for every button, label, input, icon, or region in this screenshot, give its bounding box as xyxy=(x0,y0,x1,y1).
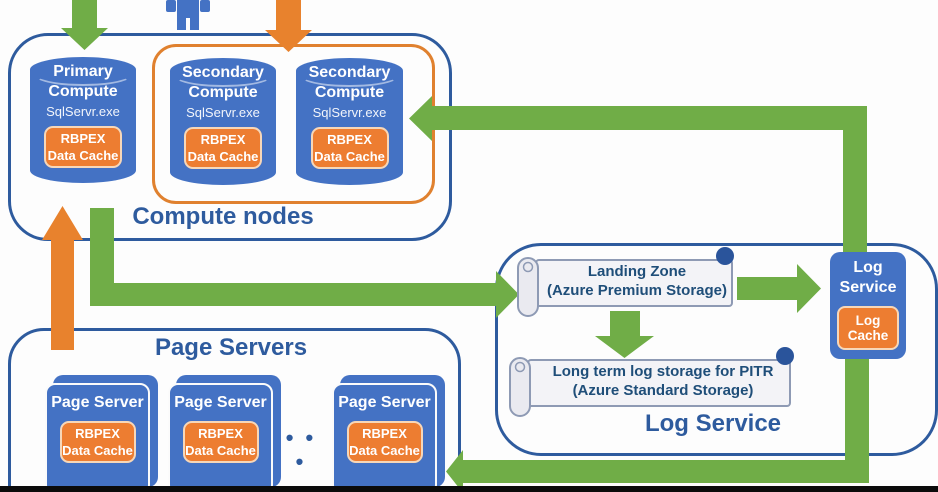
page-server-2: Page Server RBPEX Data Cache xyxy=(168,383,273,492)
rbpex-line2: Data Cache xyxy=(62,443,133,458)
scroll-corner-dot xyxy=(776,347,794,365)
secondary-compute-node-1: Secondary Compute SqlServr.exe RBPEX Dat… xyxy=(170,58,276,185)
page-server-3-rbpex: RBPEX Data Cache xyxy=(346,421,423,463)
arrow-log-service-to-secondary-compute xyxy=(409,96,867,252)
page-server-label: Page Server xyxy=(51,394,144,411)
longterm-line1: Long term log storage for PITR xyxy=(552,363,774,380)
log-cache-box: Log Cache xyxy=(837,306,899,350)
compute-nodes-title: Compute nodes xyxy=(132,203,314,230)
rbpex-line1: RBPEX xyxy=(198,426,243,441)
page-server-1: Page Server RBPEX Data Cache xyxy=(45,383,150,492)
secondary1-process: SqlServr.exe xyxy=(186,105,260,120)
secondary1-label2: Compute xyxy=(188,84,258,101)
secondary2-process: SqlServr.exe xyxy=(312,105,387,120)
arrow-client-to-secondary xyxy=(265,0,312,52)
landing-zone-text: Landing Zone (Azure Premium Storage) xyxy=(540,262,734,300)
rbpex-line2: Data Cache xyxy=(185,443,256,458)
page-server-1-rbpex: RBPEX Data Cache xyxy=(59,421,136,463)
rbpex-line2: Data Cache xyxy=(314,149,385,164)
longterm-storage-scroll xyxy=(509,347,794,417)
primary-rbpex-cache: RBPEX Data Cache xyxy=(44,126,122,168)
landing-zone-scroll xyxy=(517,247,734,317)
cylinder-top-arc xyxy=(299,63,400,87)
secondary1-rbpex-cache: RBPEX Data Cache xyxy=(184,127,262,169)
rbpex-line1: RBPEX xyxy=(200,132,246,147)
page-servers-title: Page Servers xyxy=(154,334,308,361)
log-service-container xyxy=(495,243,938,456)
secondary2-label2: Compute xyxy=(314,84,385,101)
page-servers-container xyxy=(8,328,461,492)
secondary2-rbpex-cache: RBPEX Data Cache xyxy=(310,127,389,169)
page-server-3: Page Server RBPEX Data Cache xyxy=(332,383,437,492)
rbpex-line2: Data Cache xyxy=(349,443,420,458)
arrow-compute-to-landing-zone xyxy=(90,208,519,318)
page-server-label: Page Server xyxy=(338,394,431,411)
longterm-storage-text: Long term log storage for PITR (Azure St… xyxy=(534,362,792,400)
log-service-title: Log Service xyxy=(644,410,782,437)
cylinder-top-arc xyxy=(33,62,133,86)
landing-zone-line1: Landing Zone xyxy=(587,263,687,280)
page-server-label: Page Server xyxy=(174,394,267,411)
log-service-box: Log Service Log Cache xyxy=(830,252,906,359)
secondary-compute-node-2: Secondary Compute SqlServr.exe RBPEX Dat… xyxy=(296,58,403,185)
rbpex-line1: RBPEX xyxy=(327,132,372,147)
page-servers-ellipsis: • • • xyxy=(285,425,317,474)
arrow-landing-zone-to-longterm xyxy=(595,311,654,358)
arrow-log-service-to-page-servers xyxy=(446,358,869,492)
log-service-box-line1: Log xyxy=(853,259,883,276)
rbpex-line1: RBPEX xyxy=(60,131,106,146)
arrow-client-to-primary xyxy=(61,0,108,50)
primary-compute-label2: Compute xyxy=(48,83,118,100)
page-server-2-rbpex: RBPEX Data Cache xyxy=(182,421,259,463)
arrow-pageservers-to-compute xyxy=(42,206,83,350)
arrow-landing-zone-to-log-service xyxy=(737,264,821,313)
scroll-corner-dot xyxy=(716,247,734,265)
compute-nodes-container xyxy=(8,33,452,241)
rbpex-line1: RBPEX xyxy=(75,426,120,441)
bottom-crop-bar xyxy=(0,486,938,492)
log-service-box-line2: Service xyxy=(839,279,897,296)
longterm-line2: (Azure Standard Storage) xyxy=(572,382,754,399)
rbpex-line2: Data Cache xyxy=(187,149,259,164)
rbpex-line2: Data Cache xyxy=(47,148,119,163)
landing-zone-line2: (Azure Premium Storage) xyxy=(546,282,728,299)
cylinder-top-arc xyxy=(173,63,273,87)
rbpex-line1: RBPEX xyxy=(362,426,407,441)
primary-compute-process: SqlServr.exe xyxy=(46,104,120,119)
user-icon xyxy=(166,0,210,30)
primary-compute-node: Primary Compute SqlServr.exe RBPEX Data … xyxy=(30,57,136,183)
